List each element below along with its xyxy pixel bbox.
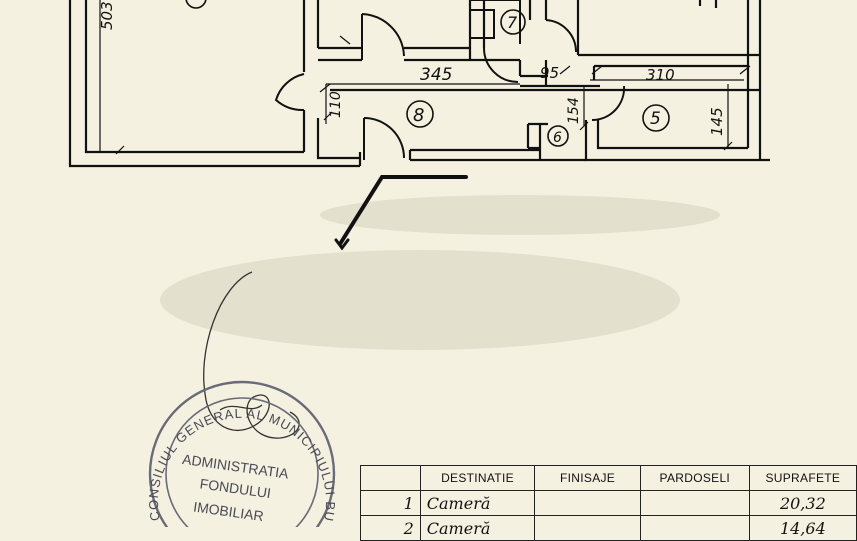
table-row: 2 Cameră 14,64: [360, 515, 857, 541]
dim-95: 95: [540, 64, 559, 82]
table-row: 1 Cameră 20,32: [360, 490, 857, 516]
floor-plan: 503 345 95 310 154 145 110 7 8 6 5 CONSI…: [0, 0, 770, 527]
header-suprafete: SUPRAFETE: [748, 465, 857, 491]
entrance-arrow: [334, 175, 468, 251]
row-destinatie: Cameră: [419, 515, 536, 541]
dim-310: 310: [646, 66, 675, 84]
dim-503: 503: [98, 1, 116, 30]
room-5-label: 5: [650, 109, 661, 129]
row-destinatie: Cameră: [419, 490, 536, 516]
paper-texture: [160, 195, 720, 350]
signature: [203, 271, 300, 439]
header-nr: [360, 465, 421, 491]
room-markers: [185, 0, 670, 147]
dim-110: 110: [328, 91, 344, 118]
row-finisaje: [534, 515, 641, 541]
header-pardoseli: PARDOSELI: [639, 465, 750, 491]
row-suprafete: 20,32: [748, 490, 857, 516]
legend-header-row: DESTINATIE FINISAJE PARDOSELI SUPRAFETE: [360, 465, 857, 491]
stamp-line-1: ADMINISTRATIA: [181, 451, 290, 482]
header-destinatie: DESTINATIE: [419, 465, 536, 491]
walls: [68, 0, 770, 168]
header-finisaje: FINISAJE: [534, 465, 641, 491]
dim-154: 154: [566, 97, 582, 124]
dim-145: 145: [708, 107, 726, 136]
row-pardoseli: [639, 490, 750, 516]
dimension-lines: [99, 0, 751, 155]
room-8-label: 8: [413, 105, 424, 126]
row-nr: 1: [360, 490, 421, 516]
room-7-label: 7: [507, 13, 518, 32]
door-swings: [274, 0, 626, 160]
row-suprafete: 14,64: [748, 515, 857, 541]
row-nr: 2: [360, 515, 421, 541]
dim-345: 345: [420, 65, 452, 85]
row-finisaje: [534, 490, 641, 516]
room-6-label: 6: [553, 130, 562, 146]
room-legend-table: DESTINATIE FINISAJE PARDOSELI SUPRAFETE …: [360, 465, 857, 541]
row-pardoseli: [639, 515, 750, 541]
stamp-line-3: IMOBILIAR: [192, 498, 264, 524]
stamp-line-2: FONDULUI: [199, 475, 272, 501]
